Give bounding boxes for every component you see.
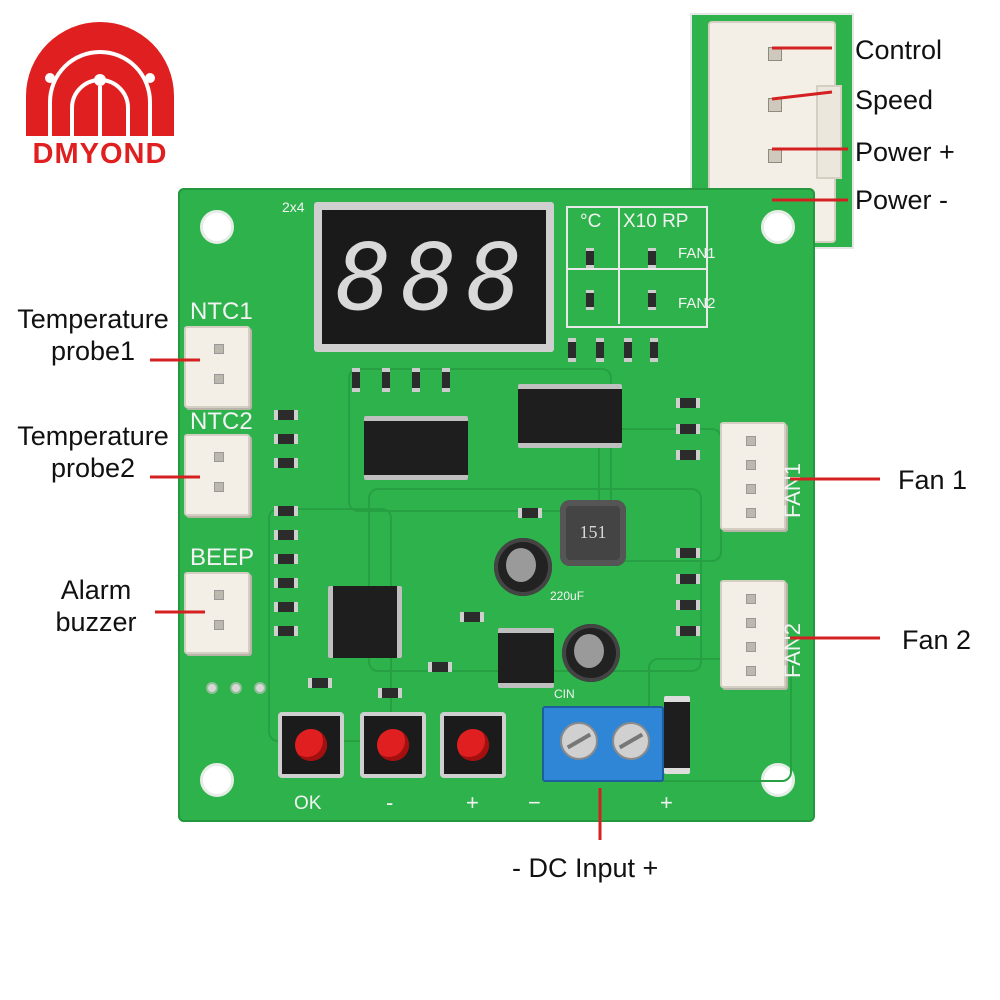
mounting-hole (761, 210, 795, 244)
minus-button[interactable] (360, 712, 426, 778)
dc-terminal-block (542, 706, 664, 782)
smd-resistor (352, 368, 360, 392)
silk-corner: 2x4 (282, 199, 305, 215)
smd-resistor (378, 688, 402, 698)
smd-resistor (518, 508, 542, 518)
inset-label-power-minus: Power - (855, 185, 949, 215)
silk-term-minus: − (528, 790, 541, 815)
callout-ntc2: Temperature probe2 (17, 421, 169, 484)
smd-resistor (274, 626, 298, 636)
terminal-screw (560, 722, 598, 760)
smd-resistor (274, 554, 298, 564)
smd-resistor (274, 458, 298, 468)
seven-segment-display: 888 (314, 202, 554, 352)
smd-resistor (676, 626, 700, 636)
diode (664, 696, 690, 774)
silk-led-fan1: FAN1 (678, 245, 716, 262)
connector-ntc2 (184, 434, 250, 516)
electrolytic-capacitor (562, 624, 620, 682)
ic-chip (498, 628, 554, 688)
ic-chip (518, 384, 622, 448)
smd-resistor (274, 506, 298, 516)
plus-button[interactable] (440, 712, 506, 778)
smd-resistor (460, 612, 484, 622)
brand-logo-mark (26, 22, 174, 136)
inset-pin (768, 98, 782, 112)
smd-resistor (676, 450, 700, 460)
terminal-screw (612, 722, 650, 760)
status-led (586, 248, 594, 268)
display-digits: 888 (335, 224, 533, 331)
inductor-marking: 151 (579, 522, 607, 542)
smd-resistor (676, 600, 700, 610)
silk-cap-value: 220uF (550, 589, 585, 603)
ok-button[interactable] (278, 712, 344, 778)
connector-beep (184, 572, 250, 654)
power-inductor: 151 (560, 500, 626, 566)
connector-fan1 (720, 422, 786, 530)
smd-resistor (274, 602, 298, 612)
silk-ntc1: NTC1 (190, 298, 253, 325)
smd-resistor (382, 368, 390, 392)
smd-resistor (676, 398, 700, 408)
led-legend-box (566, 206, 708, 328)
electrolytic-capacitor (494, 538, 552, 596)
inset-pin (768, 149, 782, 163)
connector-ntc1 (184, 326, 250, 408)
smd-resistor (412, 368, 420, 392)
mounting-hole (200, 763, 234, 797)
smd-resistor (308, 678, 332, 688)
silk-fan1: FAN1 (780, 462, 805, 518)
status-led (648, 290, 656, 310)
inset-label-speed: Speed (855, 85, 934, 115)
status-led (648, 248, 656, 268)
inset-label-power-plus: Power + (855, 137, 955, 167)
callout-dc-input: - DC Input + (512, 853, 659, 883)
smd-resistor (428, 662, 452, 672)
inset-label-control: Control (855, 35, 943, 65)
smd-resistor (274, 434, 298, 444)
smd-resistor (596, 338, 604, 362)
callout-fan2: Fan 2 (902, 625, 972, 655)
inset-connector-latch (816, 85, 842, 179)
smd-resistor (568, 338, 576, 362)
smd-resistor (274, 530, 298, 540)
silk-btn-plus: + (466, 790, 479, 815)
smd-resistor (624, 338, 632, 362)
callout-beep: Alarm buzzer (55, 575, 137, 638)
silk-beep: BEEP (190, 544, 255, 571)
ic-chip-mcu (328, 586, 402, 658)
callout-ntc1: Temperature probe1 (17, 304, 169, 367)
silk-cin: CIN (554, 687, 575, 701)
smd-resistor (274, 410, 298, 420)
inset-pin (768, 47, 782, 61)
silk-fan2: FAN2 (780, 622, 805, 678)
callout-fan1: Fan 1 (898, 465, 968, 495)
ic-chip (364, 416, 468, 480)
connector-fan2 (720, 580, 786, 688)
smd-resistor (650, 338, 658, 362)
smd-resistor (274, 578, 298, 588)
smd-resistor (442, 368, 450, 392)
brand-logo: DMYOND (20, 18, 180, 170)
silk-btn-minus: - (386, 790, 394, 815)
test-pad (230, 682, 242, 694)
status-led (586, 290, 594, 310)
silk-led-fan2: FAN2 (678, 295, 716, 312)
mounting-hole (200, 210, 234, 244)
test-pad (254, 682, 266, 694)
silk-term-plus: + (660, 790, 673, 815)
smd-resistor (676, 424, 700, 434)
pcb-board: 888 2x4 °C X10 RP FAN1 FAN2 151 220uF NT… (178, 188, 815, 822)
brand-name: DMYOND (32, 138, 168, 170)
silk-unit-c: °C (580, 211, 602, 232)
test-pad (206, 682, 218, 694)
silk-ntc2: NTC2 (190, 408, 253, 435)
smd-resistor (676, 574, 700, 584)
silk-unit-rpm: X10 RP (623, 211, 689, 232)
silk-btn-ok: OK (294, 793, 322, 814)
smd-resistor (676, 548, 700, 558)
